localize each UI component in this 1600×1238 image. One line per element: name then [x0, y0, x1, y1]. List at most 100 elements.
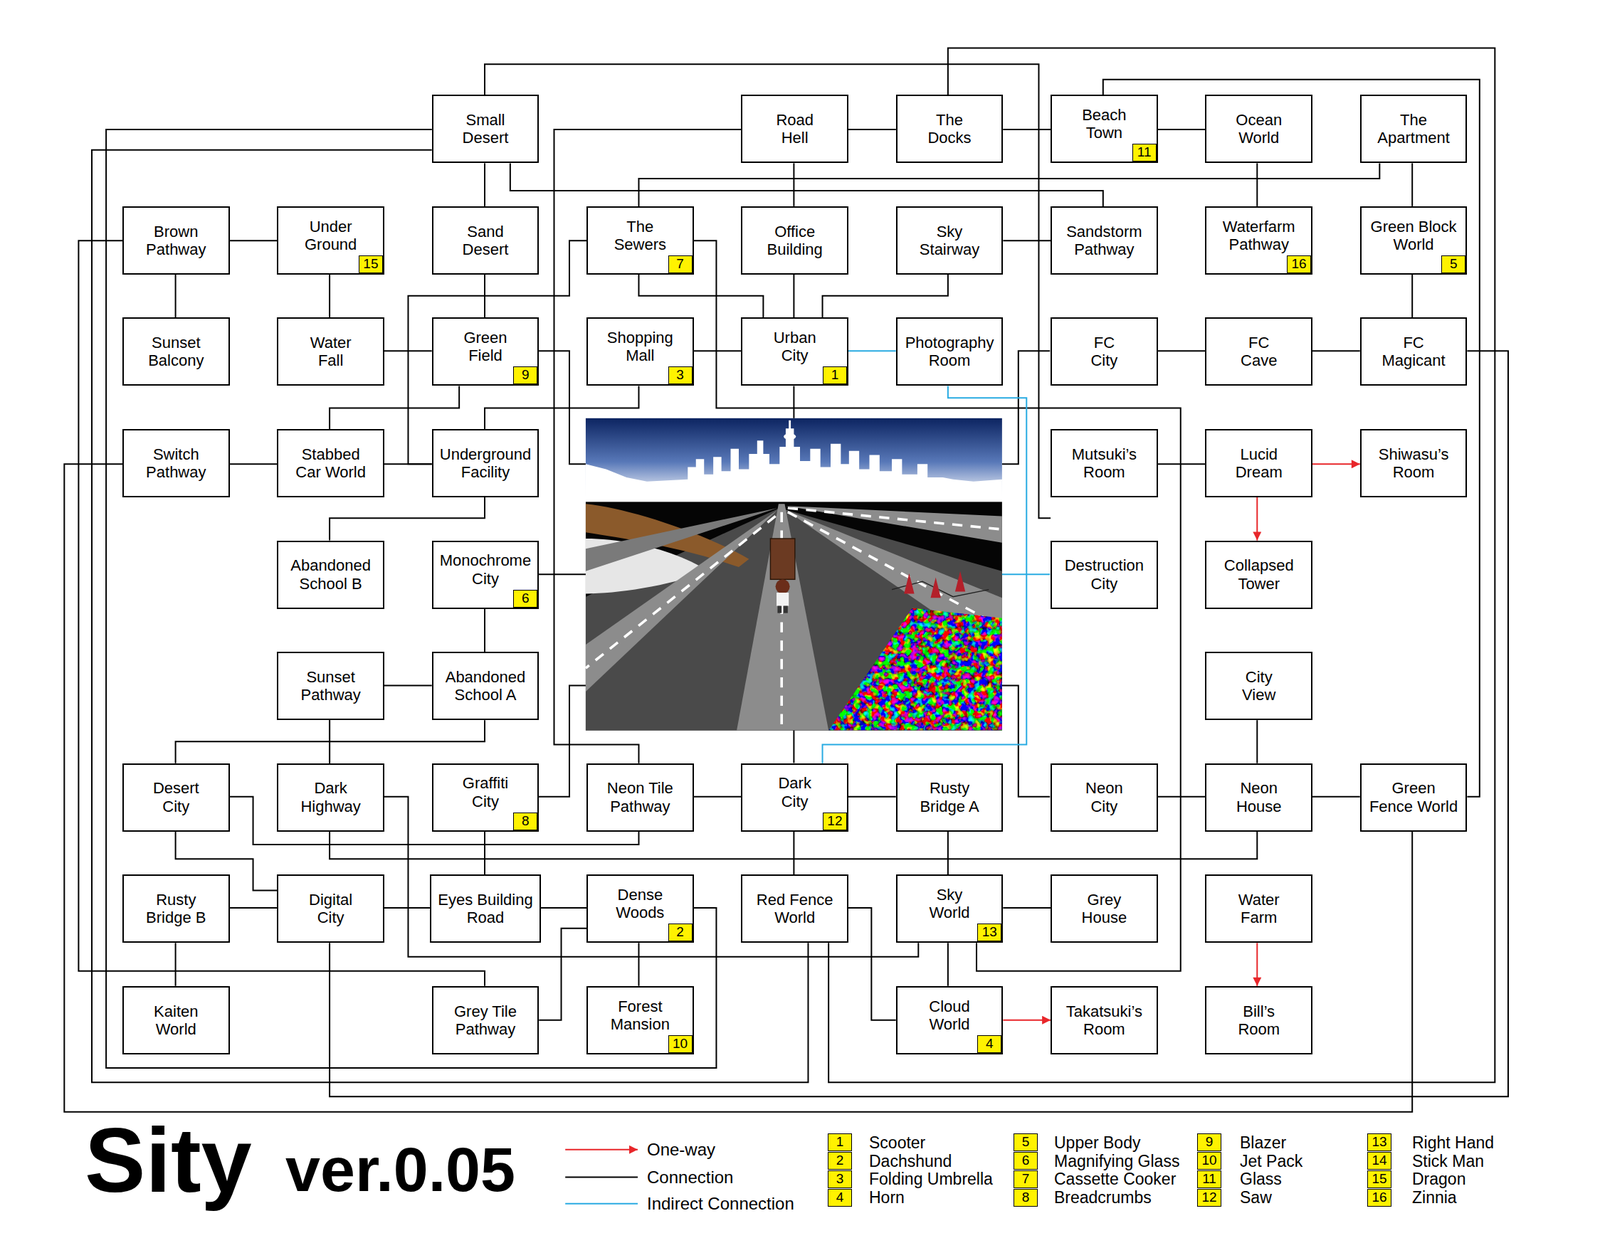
effect-number: 13 [977, 923, 1002, 942]
connector-line [693, 240, 1181, 972]
connector-line [638, 162, 1380, 207]
player-leg [777, 606, 782, 614]
connector-line [229, 463, 278, 465]
location-name: Switch Pathway [145, 445, 206, 482]
location-name: FC Magicant [1381, 333, 1445, 371]
connector-line [91, 150, 808, 1083]
location-name: Kaiten World [153, 1002, 198, 1040]
connector-line [329, 497, 485, 541]
location-box: FC Magicant [1360, 317, 1468, 386]
player-leg [783, 606, 788, 614]
effect-number: 5 [1022, 1134, 1030, 1150]
connector-line [384, 907, 430, 909]
location-box: Grey Tile Pathway [432, 986, 540, 1055]
hub-wires [538, 350, 1050, 797]
location-box: The Sewers7 [586, 206, 694, 275]
location-box: Digital City [276, 874, 385, 944]
location-box: Brown Pathway [122, 206, 230, 275]
effect-number: 12 [822, 812, 847, 831]
connector-line [540, 907, 587, 909]
location-name: Green Block World [1369, 217, 1459, 255]
location-name: Urban City [773, 328, 817, 366]
location-box: Red Fence World [740, 874, 849, 944]
location-box: Takatsuki’s Room [1050, 986, 1159, 1055]
legend-text: Folding Umbrella [869, 1170, 993, 1189]
connector-line [1002, 239, 1051, 242]
location-name: Neon House [1236, 779, 1282, 816]
connector-line [1256, 162, 1258, 207]
connector-line [1103, 79, 1480, 798]
location-name: Photography Room [905, 333, 995, 371]
location-box: Sunset Balcony [122, 317, 230, 386]
legend-swatch: 14 [1367, 1152, 1392, 1171]
effect-number: 5 [1441, 255, 1466, 274]
effect-number: 7 [668, 255, 693, 274]
connector-line [329, 350, 1509, 1097]
effect-number: 16 [1371, 1190, 1387, 1205]
location-box: Green Field 9 [432, 317, 540, 386]
legend-swatch: 13 [1367, 1133, 1392, 1152]
location-name: Desert City [153, 779, 200, 816]
location-box: Destruction City [1050, 540, 1159, 610]
effect-number: 1 [822, 366, 847, 385]
connector-line [229, 907, 278, 909]
player-head [775, 579, 791, 594]
location-box: Small Desert [432, 94, 540, 163]
location-box: Collapsed Tower [1204, 540, 1313, 610]
connector-line [328, 274, 331, 319]
location-box: Shiwasu’s Room [1360, 429, 1468, 498]
legend-text: Connection [646, 1167, 734, 1188]
location-name: Neon City [1085, 779, 1124, 816]
connector-line [822, 385, 1028, 763]
legend-text: One-way [646, 1140, 716, 1161]
location-name: Dark City [777, 774, 811, 811]
door [770, 538, 795, 580]
effect-number: 10 [668, 1035, 693, 1054]
legend-swatch: 6 [1013, 1152, 1038, 1171]
connector-line [78, 240, 485, 986]
location-name: The Sewers [614, 217, 667, 255]
location-name: Sunset Balcony [148, 333, 204, 371]
effect-number: 6 [1022, 1153, 1030, 1168]
effect-number: 9 [513, 366, 538, 385]
connector-line [848, 796, 897, 798]
sky [585, 418, 1003, 499]
legend-swatch: 2 [827, 1152, 852, 1171]
connector-line [792, 832, 795, 876]
location-name: Rusty Bridge A [913, 779, 986, 816]
effect-number: 15 [358, 255, 383, 274]
connector-line [1002, 907, 1051, 909]
location-name: Ocean World [1235, 111, 1282, 148]
location-box: Eyes Building Road [429, 874, 541, 944]
legend-text: Magnifying Glass [1054, 1152, 1180, 1171]
location-box: Forest Mansion10 [586, 986, 694, 1055]
location-box: Sky World13 [896, 874, 1004, 944]
connector-line [848, 908, 897, 1021]
location-name: Bill’s Room [1237, 1002, 1280, 1040]
location-box: Neon House [1204, 763, 1313, 833]
effect-number: 4 [977, 1035, 1002, 1054]
location-box: Sky Stairway [896, 206, 1004, 275]
location-name: Mutsuki’s Room [1071, 445, 1137, 482]
location-name: Green Fence World [1368, 779, 1460, 816]
legend-indirect-sample [565, 1203, 638, 1205]
legend-swatch: 12 [1197, 1189, 1222, 1208]
legend-swatch: 10 [1197, 1152, 1222, 1171]
location-box: Dense Woods2 [586, 874, 694, 944]
location-box: Grey House [1050, 874, 1159, 944]
connector-line [822, 274, 949, 319]
location-name: Green Field [463, 328, 507, 366]
connector-line [483, 162, 486, 207]
effect-number: 11 [1202, 1171, 1217, 1187]
city-skyline [585, 420, 1003, 499]
location-box: Sand Desert [432, 206, 540, 275]
location-name: Takatsuki’s Room [1066, 1002, 1143, 1040]
connector-line [1256, 943, 1258, 987]
location-name: Sandstorm Pathway [1066, 222, 1142, 260]
location-name: Sunset Pathway [300, 668, 361, 705]
connector-line [1312, 796, 1361, 798]
legend-swatch: 3 [827, 1170, 852, 1189]
connector-line [1256, 497, 1258, 541]
location-box: Rusty Bridge A [896, 763, 1004, 833]
location-box: Cloud World4 [896, 986, 1004, 1055]
